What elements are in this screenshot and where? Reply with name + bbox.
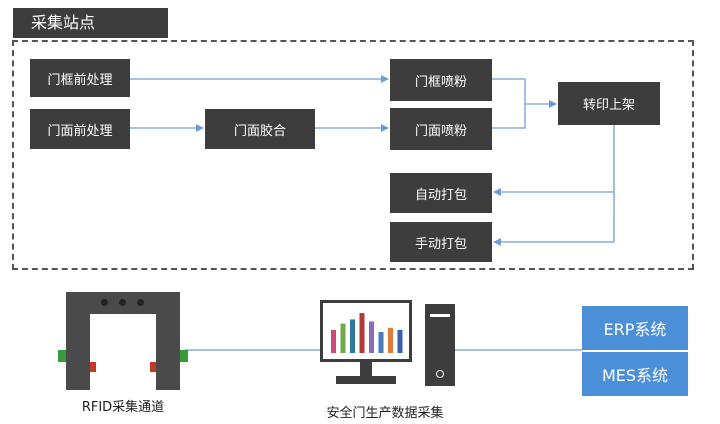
chart-bar-3 [350,319,355,353]
connector-frame-spray-to-merge [492,78,526,104]
chart-bar-6 [378,332,384,353]
erp-system-box: ERP系统 [582,306,688,350]
chart-bar-8 [397,329,403,353]
section-title-tab: 采集站点 [13,8,168,38]
chart-bar-2 [340,323,346,353]
rfid-channel-label: RFID采集通道 [81,400,165,415]
box-manual-packing: 手动打包 [390,222,492,262]
chart-bar-7 [388,327,393,353]
monitor-icon [320,300,412,362]
chart-bar-5 [369,321,374,353]
pc-tower-icon [425,304,455,386]
mes-system-box: MES系统 [582,352,688,396]
box-frame-powder-spray: 门框喷粉 [390,59,492,101]
box-face-powder-spray: 门面喷粉 [390,108,492,150]
rfid-antenna-right-green [180,350,188,362]
box-face-gluing: 门面胶合 [205,109,315,149]
box-frame-pretreatment: 门框前处理 [30,59,130,97]
collection-station-region [12,40,694,270]
rfid-antenna-right-red [150,362,156,372]
box-face-pretreatment: 门面前处理 [30,109,130,149]
monitor-stand [360,362,372,376]
box-transfer-rack: 转印上架 [558,82,660,125]
rfid-antenna-left-red [90,362,96,372]
chart-bar-1 [331,329,336,353]
rfid-antenna-left-green [58,350,66,362]
box-auto-packing: 自动打包 [390,173,492,213]
connector-face-spray-to-merge [492,104,526,129]
mini-bar-chart [331,313,403,353]
rfid-gate-icon [58,292,188,392]
pc-data-collection-label: 安全门生产数据采集 [326,406,444,421]
monitor-base [336,376,396,384]
system-divider [582,350,688,352]
chart-bar-4 [359,313,365,353]
